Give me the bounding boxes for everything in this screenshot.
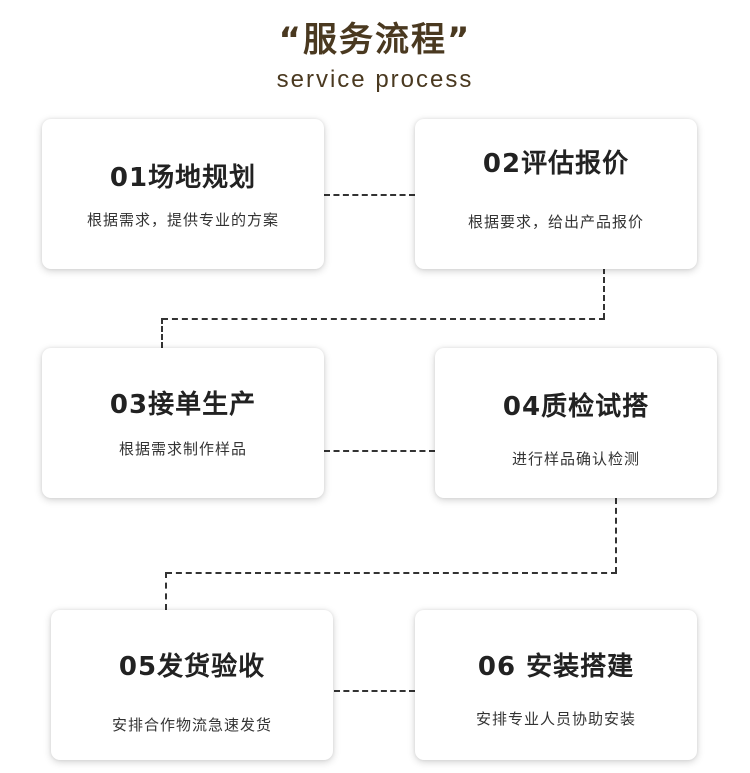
step-card-4: 04质检试搭 进行样品确认检测 <box>435 348 717 498</box>
connector-3-up <box>161 318 163 348</box>
step-card-1: 01场地规划 根据需求，提供专业的方案 <box>42 119 324 269</box>
step-title: 01场地规划 <box>109 163 257 193</box>
step-description: 进行样品确认检测 <box>511 450 640 468</box>
step-description: 根据需求制作样品 <box>118 440 247 458</box>
step-description: 安排合作物流急速发货 <box>111 716 272 734</box>
step-description: 安排专业人员协助安装 <box>475 710 636 728</box>
step-title: 03接单生产 <box>109 390 257 420</box>
step-title: 06 安装搭建 <box>477 652 635 682</box>
connector-4-5-across <box>166 572 617 574</box>
step-card-5: 05发货验收 安排合作物流急速发货 <box>51 610 333 760</box>
step-title: 02评估报价 <box>482 149 630 179</box>
step-card-3: 03接单生产 根据需求制作样品 <box>42 348 324 498</box>
connector-5-6 <box>334 690 415 692</box>
connector-3-4 <box>324 450 435 452</box>
connector-2-3-across <box>162 318 605 320</box>
connector-2-down <box>603 268 605 319</box>
step-description: 根据需求，提供专业的方案 <box>86 211 279 229</box>
connector-1-2 <box>324 194 415 196</box>
connector-4-down <box>615 498 617 573</box>
connector-5-up <box>165 572 167 610</box>
step-card-2: 02评估报价 根据要求，给出产品报价 <box>415 119 697 269</box>
step-card-6: 06 安装搭建 安排专业人员协助安装 <box>415 610 697 760</box>
step-description: 根据要求，给出产品报价 <box>467 213 644 231</box>
page-subtitle: service process <box>276 66 474 93</box>
step-title: 05发货验收 <box>118 652 266 682</box>
page-title: “服务流程” <box>278 20 472 60</box>
step-title: 04质检试搭 <box>502 392 650 422</box>
